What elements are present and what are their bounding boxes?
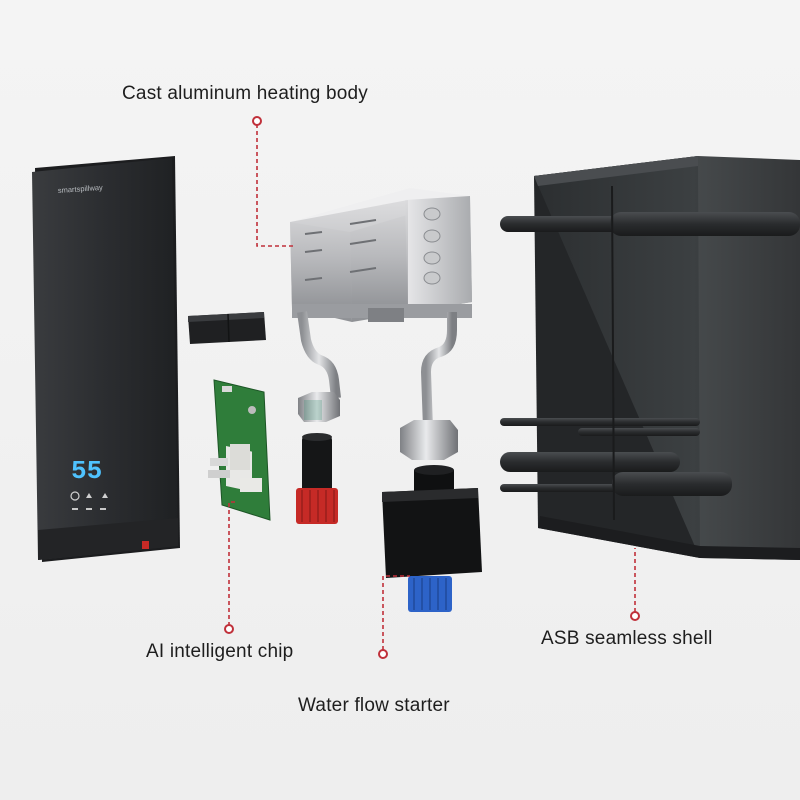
left-pipe-nut	[298, 392, 340, 422]
callout-label-starter: Water flow starter	[298, 695, 450, 716]
callout-dot-chip	[224, 624, 234, 634]
callout-label-heating-body: Cast aluminum heating body	[122, 83, 369, 104]
panel-temperature-display: 55	[71, 456, 102, 486]
heating-body	[290, 188, 472, 322]
callout-dot-heating	[252, 116, 262, 126]
heater-front-panel: smartspillway 55	[32, 156, 180, 562]
panel-face	[32, 158, 178, 560]
callout-label-shell: ASB seamless shell	[541, 628, 713, 649]
callout-dots	[224, 116, 640, 659]
callout-lines	[228, 124, 636, 650]
heating-body-slots	[304, 219, 377, 281]
right-pipe-nut	[400, 420, 458, 460]
panel-touch-buttons	[70, 491, 108, 510]
panel-brand-text: smartspillway	[58, 183, 104, 195]
pcb-board	[208, 379, 271, 521]
callout-line-heating	[256, 124, 296, 247]
callout-dot-shell	[630, 611, 640, 621]
callout-dot-starter	[378, 649, 388, 659]
seamless-shell	[500, 156, 800, 560]
callout-label-chip: AI intelligent chip	[146, 641, 294, 662]
shell-rods	[500, 212, 800, 496]
red-fitting	[296, 433, 338, 524]
water-pipes	[297, 311, 457, 429]
callout-line-starter	[382, 575, 410, 650]
heating-body-terminals	[423, 207, 441, 285]
connector-block	[188, 312, 266, 344]
callout-line-chip	[228, 501, 236, 626]
water-flow-starter	[382, 465, 482, 612]
panel-indicator-led	[142, 541, 149, 549]
